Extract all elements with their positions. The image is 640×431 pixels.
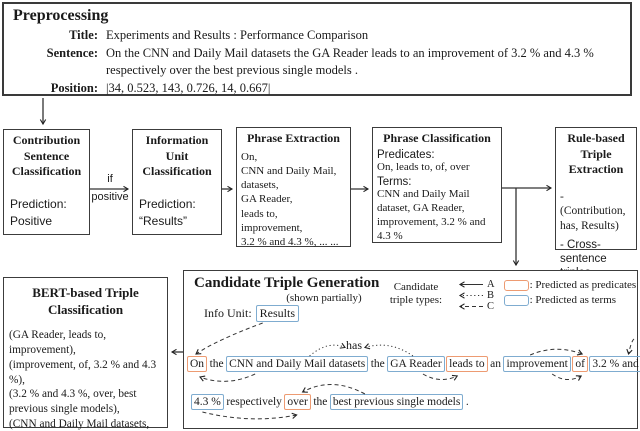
box-title: Information Unit Classification	[142, 133, 212, 179]
token-predicate: On	[187, 356, 208, 372]
token-predicate: leads to	[446, 356, 488, 372]
predicate-key-icon	[503, 279, 529, 291]
panel-title: Candidate Triple Generation	[194, 275, 380, 291]
candidate-link-arc	[199, 373, 256, 382]
has-relation-label: has	[346, 338, 362, 352]
candidate-link-arc	[195, 322, 263, 355]
candidate-link-arc	[551, 373, 583, 381]
type-b-label: B	[487, 290, 495, 301]
token-plain: an	[490, 358, 501, 370]
token-term: GA Reader	[387, 356, 445, 372]
legend: Candidate triple types: A B C :	[384, 278, 636, 312]
info-unit-line: Info Unit: Results	[204, 305, 300, 322]
info-unit-value: Results	[255, 305, 300, 322]
rule-based-extraction-box: Rule-based Triple Extraction - (Contribu…	[555, 127, 637, 279]
contribution-classification-box: Contribution Sentence Classification Pre…	[3, 129, 90, 235]
bert-classification-box: BERT-based Triple Classification (GA Rea…	[3, 277, 168, 431]
candidate-link-arc	[422, 373, 459, 381]
box-body: On, CNN and Daily Mail, datasets, GA Rea…	[241, 150, 339, 249]
dotted-arrow-icon	[458, 292, 483, 299]
information-unit-box: Information Unit Classification Predicti…	[132, 129, 222, 235]
candidate-link-arc	[626, 338, 635, 356]
solid-arrow-icon	[458, 281, 483, 288]
predicates-label: Predicates:	[377, 148, 435, 161]
token-plain: respectively	[226, 396, 282, 408]
token-plain: the	[370, 358, 385, 370]
candidate-link-arc	[529, 348, 584, 356]
token-plain: the	[313, 396, 328, 408]
token-predicate: of	[572, 356, 588, 372]
field-position-value: |34, 0.523, 143, 0.726, 14, 0.667|	[106, 80, 271, 95]
token-term: improvement	[503, 356, 571, 372]
preprocessing-box: Preprocessing Title: Experiments and Res…	[2, 2, 632, 96]
info-unit-label: Info Unit:	[204, 306, 252, 320]
candidate-link-arc	[301, 383, 366, 395]
panel-subtitle: (shown partially)	[286, 292, 362, 304]
box-body: Prediction: “Results”	[139, 196, 196, 229]
edge-label-positive: positive	[91, 191, 129, 203]
preprocessing-fields: Title: Experiments and Results : Perform…	[12, 27, 622, 96]
phrase-extraction-box: Phrase Extraction On, CNN and Daily Mail…	[236, 127, 351, 249]
candidate-link-arc	[309, 342, 346, 357]
field-position-label: Position:	[50, 80, 98, 95]
box-title: Phrase Extraction	[247, 131, 340, 145]
type-c-label: C	[487, 301, 495, 312]
token-term: 4.3 %	[191, 394, 224, 410]
candidate-link-arc	[202, 411, 298, 420]
box-title: Phrase Classification	[383, 131, 491, 145]
legend-types-label: Candidate triple types:	[389, 281, 443, 306]
box-title: Contribution Sentence Classification	[11, 133, 82, 179]
box-title: BERT-based Triple Classification	[32, 285, 139, 317]
type-a-label: A	[487, 279, 495, 290]
token-term: CNN and Daily Mail datasets	[226, 356, 369, 372]
predicate-key-label: : Predicted as predicates	[529, 279, 637, 291]
predicates-value: On, leads to, of, over	[377, 160, 470, 173]
field-title-label: Title:	[69, 28, 98, 42]
rule-output-triple: - (Contribution, has, Results)	[560, 190, 626, 232]
box-body: Prediction: Positive	[10, 196, 67, 229]
token-plain: the	[209, 358, 224, 370]
edge-label-if: if	[107, 173, 113, 185]
legend-keys: : Predicted as predicates : Predicted as…	[503, 279, 637, 306]
token-term: 3.2 % and	[589, 356, 640, 372]
candidate-link-arc	[363, 343, 414, 357]
dashed-arrow-icon	[458, 303, 483, 310]
legend-arrow-samples: A B C	[453, 279, 495, 312]
preprocessing-title: Preprocessing	[13, 7, 109, 24]
term-key-icon	[503, 294, 529, 306]
token-plain: .	[465, 396, 469, 408]
field-sentence-label: Sentence:	[46, 46, 98, 61]
field-title-value: Experiments and Results : Performance Co…	[106, 28, 369, 42]
token-predicate: over	[284, 394, 311, 410]
term-key-label: : Predicted as terms	[529, 294, 617, 306]
candidate-triple-panel: Candidate Triple Generation (shown parti…	[183, 270, 640, 429]
terms-value: CNN and Daily Mail dataset, GA Reader, i…	[377, 188, 486, 242]
bert-triples-list: (GA Reader, leads to, improvement), (imp…	[9, 328, 157, 431]
terms-label: Terms:	[377, 176, 412, 189]
phrase-classification-box: Phrase Classification Predicates: On, le…	[372, 127, 502, 243]
box-title: Rule-based Triple Extraction	[567, 131, 625, 177]
field-sentence-value: On the CNN and Daily Mail datasets the G…	[106, 46, 594, 77]
token-term: best previous single models	[329, 394, 464, 410]
